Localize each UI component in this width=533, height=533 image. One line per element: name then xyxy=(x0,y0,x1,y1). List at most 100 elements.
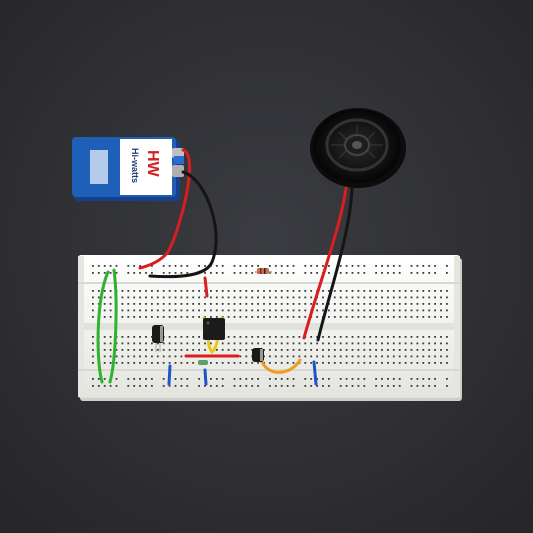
breadboard-hole xyxy=(387,349,389,351)
breadboard-hole xyxy=(339,362,342,364)
breadboard-hole xyxy=(434,385,436,387)
breadboard-hole xyxy=(92,316,94,318)
breadboard-hole xyxy=(239,342,242,345)
breadboard-hole xyxy=(316,342,318,345)
breadboard-hole xyxy=(174,349,177,351)
breadboard-hole xyxy=(180,349,183,351)
breadboard-hole xyxy=(410,362,413,364)
breadboard-hole xyxy=(280,385,283,387)
breadboard-hole xyxy=(404,342,407,345)
breadboard-hole xyxy=(198,378,200,380)
breadboard-hole xyxy=(345,265,348,267)
breadboard-hole xyxy=(162,265,165,267)
breadboard-hole xyxy=(174,290,177,292)
breadboard-hole xyxy=(168,355,171,358)
breadboard-hole xyxy=(168,349,171,351)
breadboard-hole xyxy=(375,385,377,387)
breadboard-hole xyxy=(410,342,413,345)
breadboard-hole xyxy=(381,362,383,364)
breadboard-hole xyxy=(121,336,124,338)
capacitor-left xyxy=(152,325,164,352)
breadboard-hole xyxy=(428,355,431,358)
breadboard-hole xyxy=(428,309,431,312)
breadboard-hole xyxy=(92,362,94,364)
breadboard-hole xyxy=(440,336,442,338)
breadboard-hole xyxy=(410,316,413,318)
breadboard-hole xyxy=(369,296,372,299)
breadboard-hole xyxy=(369,349,372,351)
breadboard-hole xyxy=(434,309,436,312)
breadboard-hole xyxy=(204,385,206,387)
breadboard-hole xyxy=(422,265,425,267)
breadboard-hole xyxy=(410,349,413,351)
breadboard-hole xyxy=(446,342,448,345)
breadboard-hole xyxy=(446,290,448,292)
breadboard-hole xyxy=(103,272,106,274)
breadboard-hole xyxy=(192,316,195,318)
breadboard-hole xyxy=(257,303,259,305)
breadboard-hole xyxy=(328,349,330,351)
breadboard-hole xyxy=(127,309,130,312)
breadboard-hole xyxy=(292,336,295,338)
breadboard-hole xyxy=(280,272,283,274)
breadboard-hole xyxy=(304,296,307,299)
breadboard-hole xyxy=(351,349,354,351)
breadboard-hole xyxy=(251,265,254,267)
breadboard-hole xyxy=(351,342,354,345)
breadboard-hole xyxy=(103,296,106,299)
breadboard-hole xyxy=(121,309,124,312)
breadboard-hole xyxy=(180,362,183,364)
breadboard-hole xyxy=(381,385,383,387)
breadboard-hole xyxy=(233,342,236,345)
breadboard-hole xyxy=(92,378,94,380)
breadboard-hole xyxy=(274,303,277,305)
breadboard-hole xyxy=(392,265,395,267)
breadboard-hole xyxy=(381,296,383,299)
breadboard-hole xyxy=(174,336,177,338)
breadboard-hole xyxy=(328,336,330,338)
breadboard-hole xyxy=(392,378,395,380)
breadboard-hole xyxy=(280,342,283,345)
breadboard-hole xyxy=(375,336,377,338)
breadboard-hole xyxy=(363,362,366,364)
breadboard-hole xyxy=(109,355,112,358)
breadboard-hole xyxy=(269,355,271,358)
breadboard-hole xyxy=(280,355,283,358)
breadboard-hole xyxy=(387,385,389,387)
breadboard-hole xyxy=(198,316,200,318)
breadboard-hole xyxy=(162,378,165,380)
breadboard-hole xyxy=(333,342,336,345)
breadboard-hole xyxy=(363,290,366,292)
breadboard-hole xyxy=(221,265,224,267)
breadboard-hole xyxy=(298,290,301,292)
breadboard-hole xyxy=(345,296,348,299)
breadboard-hole xyxy=(351,303,354,305)
breadboard-hole xyxy=(269,378,271,380)
breadboard-hole xyxy=(375,296,377,299)
breadboard-hole xyxy=(115,378,118,380)
breadboard-hole xyxy=(345,303,348,305)
breadboard xyxy=(78,255,462,401)
breadboard-hole xyxy=(210,378,212,380)
breadboard-hole xyxy=(410,272,413,274)
breadboard-hole xyxy=(145,296,147,299)
breadboard-hole xyxy=(304,290,307,292)
breadboard-hole xyxy=(381,265,383,267)
breadboard-hole xyxy=(280,316,283,318)
breadboard-hole xyxy=(280,303,283,305)
breadboard-hole xyxy=(375,378,377,380)
breadboard-hole xyxy=(310,272,313,274)
breadboard-hole xyxy=(92,303,94,305)
breadboard-hole xyxy=(351,272,354,274)
breadboard-hole xyxy=(286,316,289,318)
breadboard-hole xyxy=(292,309,295,312)
breadboard-hole xyxy=(139,378,141,380)
breadboard-hole xyxy=(434,378,436,380)
breadboard-hole xyxy=(257,296,259,299)
breadboard-hole xyxy=(351,316,354,318)
breadboard-hole xyxy=(369,336,372,338)
breadboard-hole xyxy=(198,309,200,312)
breadboard-hole xyxy=(274,385,277,387)
breadboard-hole xyxy=(345,378,348,380)
breadboard-hole xyxy=(428,296,431,299)
